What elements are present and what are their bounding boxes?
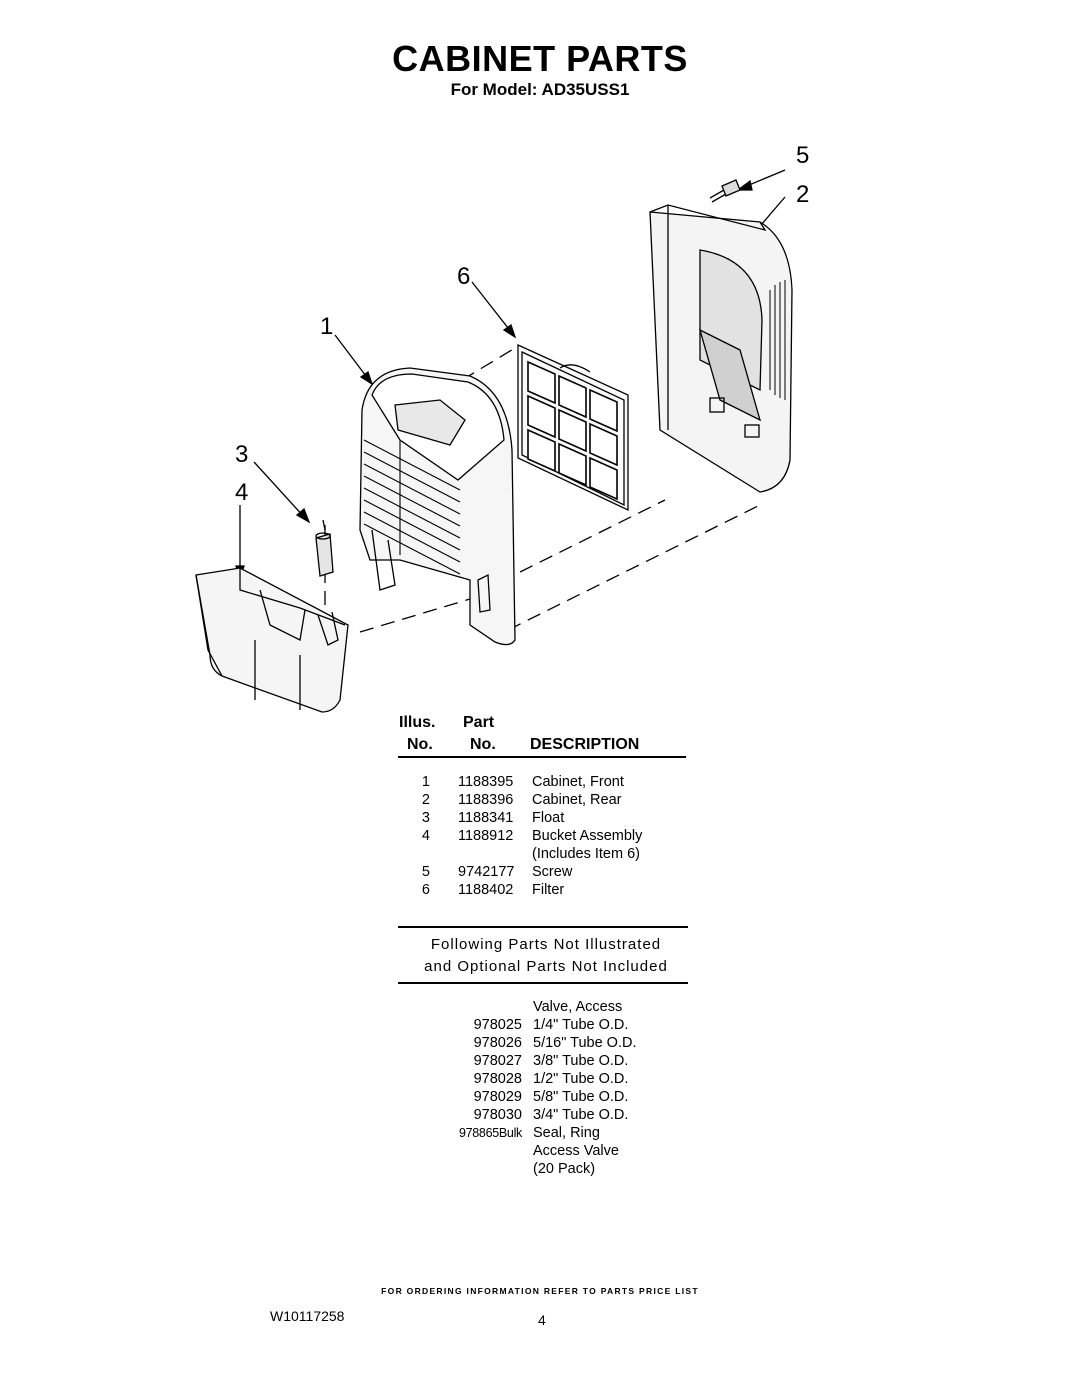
optional-part-description: 3/8" Tube O.D. bbox=[533, 1053, 629, 1069]
part-number: 1188402 bbox=[458, 882, 514, 898]
page-title: CABINET PARTS bbox=[392, 38, 688, 79]
part-description-continued: (Includes Item 6) bbox=[532, 846, 640, 862]
optional-part-number: 978865Bulk bbox=[458, 1126, 522, 1140]
optional-part-description: 3/4" Tube O.D. bbox=[533, 1107, 629, 1123]
float-drawing bbox=[315, 519, 334, 577]
part-number: 1188396 bbox=[458, 792, 514, 808]
part-number: 1188341 bbox=[458, 810, 514, 826]
optional-part-description: Access Valve bbox=[533, 1143, 619, 1159]
front-cabinet-drawing bbox=[359, 367, 516, 646]
optional-part-number: 978027 bbox=[473, 1053, 522, 1069]
part-number: 9742177 bbox=[458, 864, 515, 880]
callout-1: 1 bbox=[320, 313, 333, 340]
optional-part-description: 5/8" Tube O.D. bbox=[533, 1089, 629, 1105]
callout-arrow-1 bbox=[334, 334, 374, 386]
optional-part-number: 978030 bbox=[473, 1107, 522, 1123]
illus-number: 5 bbox=[421, 864, 430, 880]
header-divider bbox=[398, 756, 686, 758]
not-illustrated-line2: and Optional Parts Not Included bbox=[424, 958, 668, 975]
part-description: Float bbox=[532, 810, 565, 826]
rear-cabinet-drawing bbox=[649, 204, 793, 493]
model-subtitle: For Model: AD35USS1 bbox=[450, 80, 630, 99]
page-number: 4 bbox=[538, 1312, 546, 1328]
callout-3: 3 bbox=[235, 441, 248, 468]
ordering-note: FOR ORDERING INFORMATION REFER TO PARTS … bbox=[381, 1286, 699, 1296]
section-divider-bottom bbox=[398, 982, 688, 984]
optional-part-number: 978026 bbox=[473, 1035, 522, 1051]
section-divider-top bbox=[398, 926, 688, 928]
screw-drawing bbox=[709, 179, 741, 203]
callout-6: 6 bbox=[457, 263, 470, 290]
illus-header-line2: No. bbox=[407, 736, 433, 753]
description-header: DESCRIPTION bbox=[530, 736, 640, 753]
optional-part-description: 1/4" Tube O.D. bbox=[533, 1017, 629, 1033]
callout-arrow-4 bbox=[235, 505, 245, 581]
illus-number: 4 bbox=[421, 828, 430, 844]
optional-part-description: (20 Pack) bbox=[533, 1161, 596, 1177]
illus-number: 6 bbox=[421, 882, 430, 898]
optional-part-description: 1/2" Tube O.D. bbox=[533, 1071, 629, 1087]
document-number: W10117258 bbox=[270, 1308, 345, 1324]
part-number: 1188912 bbox=[458, 828, 514, 844]
illus-number: 2 bbox=[421, 792, 430, 808]
optional-part-number: 978028 bbox=[473, 1071, 522, 1087]
optional-part-description: Seal, Ring bbox=[533, 1125, 600, 1141]
not-illustrated-heading: Following Parts Not Illustrated and Opti… bbox=[398, 934, 694, 978]
exploded-parts-diagram: 5 2 6 1 3 4 bbox=[195, 142, 809, 713]
callout-arrow-5 bbox=[736, 169, 786, 191]
callout-5: 5 bbox=[796, 142, 809, 169]
callout-arrow-3 bbox=[253, 461, 311, 524]
part-number: 1188395 bbox=[458, 774, 514, 790]
callout-arrow-6 bbox=[471, 281, 517, 339]
bucket-drawing bbox=[195, 567, 349, 713]
illus-number: 1 bbox=[421, 774, 430, 790]
part-header-line2: No. bbox=[470, 736, 496, 753]
optional-part-number: 978029 bbox=[473, 1089, 522, 1105]
illus-header-line1: Illus. bbox=[399, 714, 436, 731]
part-description: Bucket Assembly bbox=[532, 828, 643, 844]
callout-2: 2 bbox=[796, 181, 809, 208]
part-description: Cabinet, Front bbox=[532, 774, 624, 790]
optional-part-description: Valve, Access bbox=[533, 999, 623, 1015]
illus-number: 3 bbox=[421, 810, 430, 826]
optional-part-number: 978025 bbox=[473, 1017, 522, 1033]
part-description: Filter bbox=[532, 882, 565, 898]
not-illustrated-line1: Following Parts Not Illustrated bbox=[430, 936, 662, 953]
optional-part-description: 5/16" Tube O.D. bbox=[533, 1035, 637, 1051]
callout-4: 4 bbox=[235, 479, 248, 506]
part-description: Screw bbox=[532, 864, 573, 880]
part-description: Cabinet, Rear bbox=[532, 792, 622, 808]
filter-drawing bbox=[517, 343, 629, 512]
part-header-line1: Part bbox=[463, 714, 495, 731]
